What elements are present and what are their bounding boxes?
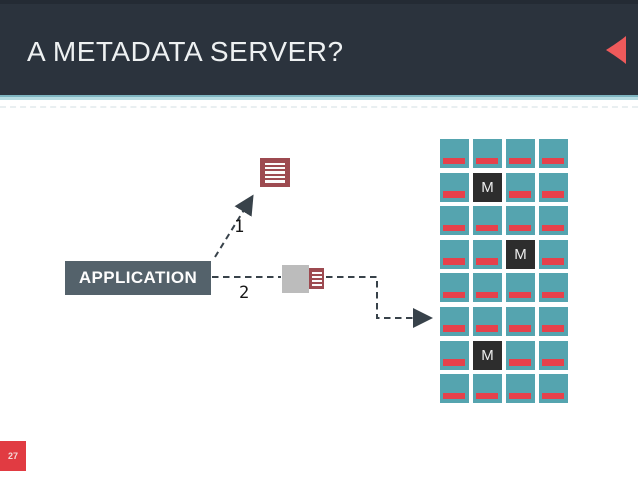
metadata-server-icon bbox=[260, 158, 290, 187]
metadata-file-icon bbox=[309, 268, 324, 289]
client-node-box bbox=[282, 265, 309, 293]
disk-indicator bbox=[476, 224, 498, 232]
arrow-to-cluster bbox=[326, 277, 430, 318]
disk-indicator bbox=[476, 392, 498, 400]
disk-indicator bbox=[443, 392, 465, 400]
server-cell bbox=[539, 172, 568, 202]
disk-indicator bbox=[542, 325, 564, 332]
disk-indicator bbox=[443, 359, 465, 366]
faint-dashed-divider bbox=[0, 106, 638, 108]
disk-indicator bbox=[542, 191, 564, 198]
header-accent-line bbox=[0, 95, 638, 100]
server-cell bbox=[539, 273, 568, 303]
server-cell bbox=[440, 239, 469, 269]
monitor-cell: M bbox=[506, 239, 535, 269]
server-cell bbox=[506, 273, 535, 303]
disk-indicator bbox=[542, 359, 564, 366]
server-cell bbox=[506, 206, 535, 236]
disk-indicator bbox=[509, 224, 531, 232]
disk-indicator bbox=[542, 392, 564, 400]
page-number-badge: 27 bbox=[0, 441, 26, 471]
disk-indicator bbox=[509, 392, 531, 400]
server-cell bbox=[539, 206, 568, 236]
disk-indicator bbox=[476, 291, 498, 299]
step-2-label: 2 bbox=[239, 283, 250, 303]
stripe bbox=[265, 171, 285, 174]
server-cell bbox=[506, 374, 535, 404]
server-cell bbox=[473, 206, 502, 236]
disk-indicator bbox=[476, 325, 498, 332]
server-cell bbox=[440, 340, 469, 370]
stripe bbox=[265, 162, 285, 165]
disk-indicator bbox=[542, 258, 564, 265]
server-cell bbox=[440, 206, 469, 236]
server-cell bbox=[473, 273, 502, 303]
server-cell bbox=[440, 172, 469, 202]
server-cell bbox=[539, 306, 568, 336]
stripe bbox=[265, 180, 285, 183]
disk-indicator bbox=[509, 157, 531, 164]
stripe bbox=[311, 279, 322, 282]
server-cell bbox=[473, 239, 502, 269]
disk-indicator bbox=[443, 325, 465, 332]
disk-indicator bbox=[542, 291, 564, 299]
stripe bbox=[265, 166, 285, 170]
server-cell bbox=[506, 172, 535, 202]
server-cell bbox=[473, 374, 502, 404]
server-cell bbox=[506, 306, 535, 336]
disk-indicator bbox=[509, 191, 531, 198]
server-cell bbox=[473, 306, 502, 336]
monitor-cell: M bbox=[473, 172, 502, 202]
server-cell bbox=[539, 239, 568, 269]
disk-indicator bbox=[476, 258, 498, 265]
stripe bbox=[265, 175, 285, 179]
disk-indicator bbox=[443, 258, 465, 265]
disk-indicator bbox=[542, 224, 564, 232]
disk-indicator bbox=[509, 359, 531, 366]
stripe bbox=[311, 283, 322, 286]
left-triangle-icon bbox=[606, 36, 626, 64]
monitor-cell: M bbox=[473, 340, 502, 370]
slide-header: A METADATA SERVER? bbox=[0, 0, 638, 95]
disk-indicator bbox=[476, 157, 498, 164]
server-cell bbox=[506, 139, 535, 168]
server-cell bbox=[440, 374, 469, 404]
disk-indicator bbox=[443, 157, 465, 164]
arrow-to-cluster-path bbox=[326, 276, 433, 328]
disk-indicator bbox=[542, 157, 564, 164]
server-cell bbox=[539, 340, 568, 370]
disk-indicator bbox=[443, 291, 465, 299]
stripe bbox=[311, 271, 322, 274]
disk-indicator bbox=[443, 224, 465, 232]
slide-title: A METADATA SERVER? bbox=[27, 36, 344, 67]
disk-indicator bbox=[509, 325, 531, 332]
server-cell bbox=[440, 139, 469, 168]
step-1-label: 1 bbox=[234, 217, 245, 237]
server-cell bbox=[440, 306, 469, 336]
server-cell bbox=[539, 139, 568, 168]
server-cell bbox=[539, 374, 568, 404]
disk-indicator bbox=[443, 191, 465, 198]
server-cell bbox=[506, 340, 535, 370]
disk-indicator bbox=[509, 291, 531, 299]
server-grid: M M M bbox=[440, 139, 568, 404]
application-box: APPLICATION bbox=[65, 261, 211, 295]
stripe bbox=[311, 275, 322, 278]
server-cell bbox=[473, 139, 502, 168]
server-cell bbox=[440, 273, 469, 303]
